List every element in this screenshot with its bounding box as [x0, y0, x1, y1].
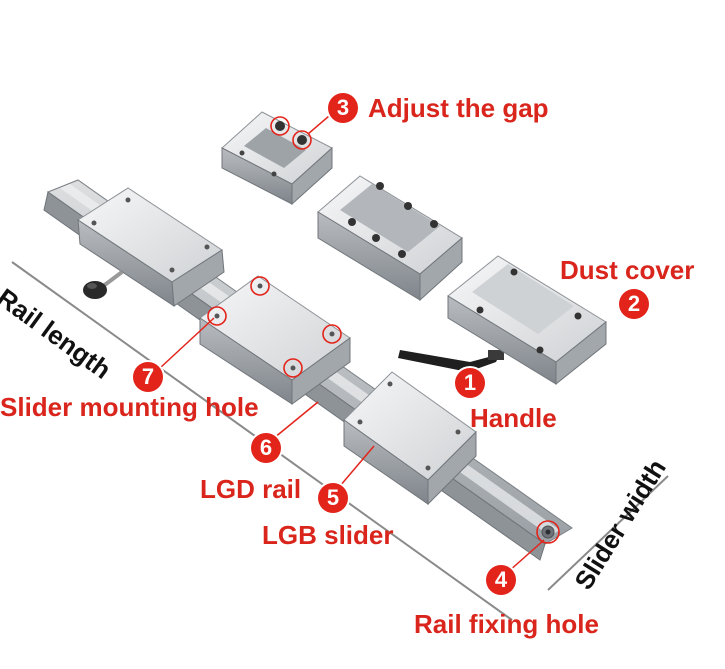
label-lgd-rail: LGD rail	[200, 474, 302, 504]
label-dust-cover: Dust cover	[560, 255, 695, 285]
slider-width-line	[547, 475, 669, 591]
badge-2: 2	[619, 289, 649, 319]
rail-slider-back	[77, 187, 225, 307]
label-lgb-slider: LGB slider	[262, 520, 394, 550]
leader-6	[273, 401, 319, 439]
leader-7	[159, 317, 215, 369]
badge-3: 3	[328, 93, 358, 123]
badge-6: 6	[251, 433, 281, 463]
leader-4	[507, 539, 545, 573]
badge-5: 5	[318, 483, 348, 513]
leader-5	[339, 445, 375, 487]
label-adjust-gap: Adjust the gap	[368, 93, 549, 123]
rail-slider-front	[343, 371, 477, 506]
badge-7: 7	[133, 362, 163, 392]
badge-1: 1	[455, 368, 485, 398]
badge-4: 4	[486, 565, 516, 595]
lock-knob	[83, 270, 124, 299]
handle-lever	[398, 350, 504, 372]
label-handle: Handle	[470, 403, 557, 433]
slider-body-part	[317, 175, 463, 302]
label-slider-mounting-hole: Slider mounting hole	[0, 392, 259, 422]
dust-cover-part	[447, 255, 607, 386]
rail-slider-middle	[199, 275, 351, 405]
label-rail-fixing-hole: Rail fixing hole	[414, 609, 599, 639]
gap-adjust-block	[221, 111, 333, 206]
